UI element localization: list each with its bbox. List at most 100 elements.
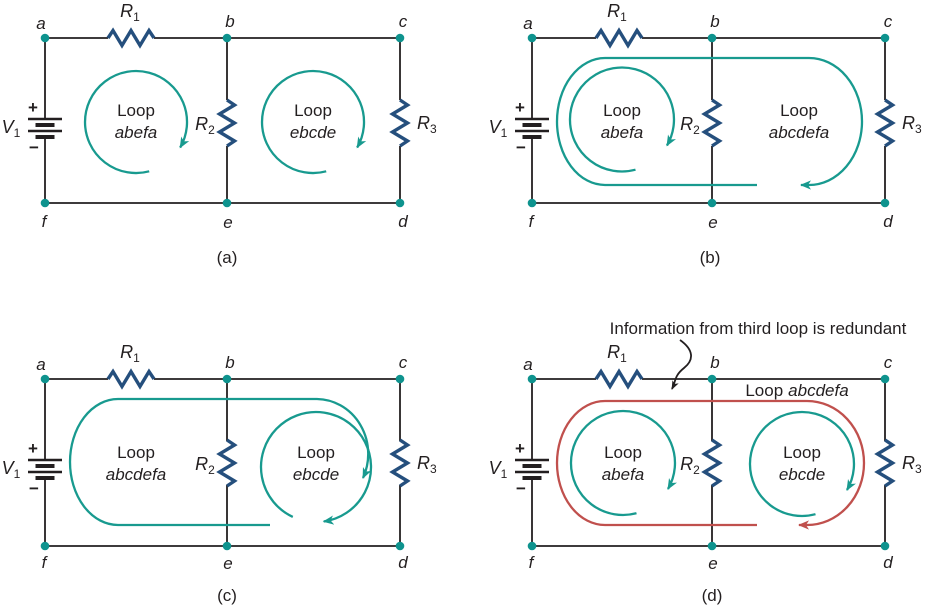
- r1-label: R1: [120, 342, 140, 365]
- node-e: [707, 198, 717, 208]
- node-c: [880, 33, 890, 43]
- resistor-r2: [217, 438, 237, 488]
- battery-minus-sign: −: [516, 138, 526, 157]
- node-label-f: f: [529, 212, 536, 231]
- node-label-e: e: [708, 554, 717, 573]
- node-c: [395, 374, 405, 384]
- node-label-f: f: [42, 212, 49, 231]
- resistor-r3: [875, 438, 895, 488]
- battery-v1: [513, 117, 551, 139]
- node-a: [527, 33, 537, 43]
- node-label-a: a: [523, 355, 532, 374]
- annotation-pointer-arrow: [671, 339, 692, 390]
- panel-caption: (a): [217, 248, 238, 267]
- resistor-r1: [594, 28, 644, 48]
- node-label-a: a: [36, 355, 45, 374]
- resistor-r3: [390, 98, 410, 148]
- loop-ebcde-arrow: [260, 69, 367, 175]
- r2-label: R2: [680, 114, 700, 137]
- node-b: [707, 374, 717, 384]
- node-a: [40, 374, 50, 384]
- battery-v1: [26, 117, 64, 139]
- node-label-b: b: [225, 353, 234, 372]
- r2-label: R2: [195, 454, 215, 477]
- battery-minus-sign: −: [29, 479, 39, 498]
- node-label-c: c: [884, 12, 893, 31]
- panel-caption: (b): [700, 248, 721, 267]
- node-b: [222, 33, 232, 43]
- node-d: [880, 198, 890, 208]
- r3-label: R3: [902, 113, 922, 136]
- circuit-wires: [44, 378, 401, 547]
- circuit-wires: [44, 37, 401, 204]
- node-label-a: a: [36, 14, 45, 33]
- circuit-wires: [531, 378, 886, 547]
- node-f: [527, 541, 537, 551]
- node-c: [395, 33, 405, 43]
- loop-abefa-arrow: [569, 409, 677, 517]
- resistor-r2: [217, 98, 237, 148]
- node-label-e: e: [708, 213, 717, 232]
- node-label-d: d: [398, 553, 408, 572]
- r1-label: R1: [607, 1, 627, 24]
- resistor-r1: [106, 369, 156, 389]
- node-a: [527, 374, 537, 384]
- node-e: [707, 541, 717, 551]
- node-d: [880, 541, 890, 551]
- node-c: [880, 374, 890, 384]
- battery-plus-sign: +: [515, 439, 525, 458]
- r1-label: R1: [120, 1, 140, 24]
- resistor-r1: [106, 28, 156, 48]
- node-b: [707, 33, 717, 43]
- loop-ebcde-arrow: [748, 410, 856, 518]
- node-label-d: d: [883, 212, 893, 231]
- battery-plus-sign: +: [515, 98, 525, 117]
- battery-v1: [513, 458, 551, 480]
- node-label-d: d: [398, 212, 408, 231]
- loop-abefa-arrow: [83, 69, 190, 175]
- loop-abcdefa-arrow: [555, 56, 864, 190]
- loop-abcdefa-arrow: [68, 397, 372, 527]
- battery-plus-sign: +: [28, 98, 38, 117]
- battery-plus-sign: +: [28, 439, 38, 458]
- v1-label: V1: [2, 458, 21, 481]
- panel-caption: (c): [217, 586, 237, 605]
- panel-caption: (d): [702, 586, 723, 605]
- node-label-c: c: [399, 353, 408, 372]
- battery-minus-sign: −: [29, 138, 39, 157]
- node-label-b: b: [710, 12, 719, 31]
- battery-v1: [26, 458, 64, 480]
- loop-ebcde-arrow: [259, 410, 373, 525]
- node-label-a: a: [523, 14, 532, 33]
- node-label-b: b: [225, 12, 234, 31]
- resistor-r3: [390, 438, 410, 488]
- v1-label: V1: [489, 117, 508, 140]
- redundant-loop-abcdefa-arrow: [555, 399, 866, 530]
- r3-label: R3: [417, 453, 437, 476]
- loop-abefa-arrow: [568, 66, 676, 173]
- node-label-d: d: [883, 553, 893, 572]
- resistor-r2: [702, 98, 722, 148]
- r3-label: R3: [417, 113, 437, 136]
- node-label-b: b: [710, 353, 719, 372]
- annotation-text: Information from third loop is redundant: [610, 319, 907, 338]
- panel-d: Information from third loop is redundant…: [489, 319, 922, 605]
- node-f: [40, 541, 50, 551]
- v1-label: V1: [489, 458, 508, 481]
- node-d: [395, 198, 405, 208]
- r1-label: R1: [607, 342, 627, 365]
- r3-label: R3: [902, 453, 922, 476]
- node-d: [395, 541, 405, 551]
